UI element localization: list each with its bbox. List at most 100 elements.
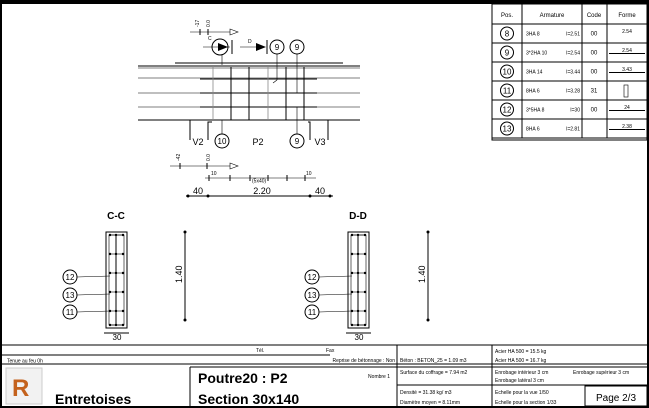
leader-line <box>318 310 353 313</box>
dim-right: 40 <box>315 186 325 196</box>
rebar-dot <box>114 309 118 313</box>
rebar-dot <box>114 290 118 294</box>
rebar-dot <box>114 323 118 327</box>
position-marker <box>500 121 514 136</box>
header-code: Code <box>587 13 602 19</box>
rebar-dot <box>350 323 354 327</box>
rebar-dot <box>121 309 125 313</box>
cut-d-label: D <box>248 39 252 45</box>
section-c-c: C-C 12 13 11 1.40 30 <box>62 211 187 342</box>
armature-text: 8HA 6 <box>526 127 540 133</box>
support-v2-label: V2 <box>192 137 203 147</box>
mean-diameter: Diamètre moyen = 8.11mm <box>400 400 460 406</box>
cover-inner: Enrobage intérieur 3 cm <box>495 370 548 376</box>
code-text: 00 <box>591 70 598 76</box>
level-bottom-2: 0.0 <box>206 154 212 161</box>
position-number: 13 <box>503 125 512 134</box>
dim-span: 2.20 <box>253 186 271 196</box>
rebar-schedule-table: Pos. Armature Code Forme <box>491 3 648 141</box>
count: Nombre 1 <box>368 374 390 380</box>
rebar-dot <box>363 309 367 313</box>
length-text: l=2.51 <box>566 32 580 38</box>
density: Densité = 31.38 kg/ m3 <box>400 390 452 396</box>
beam-p2-label: P2 <box>252 137 263 147</box>
fax-label: Fax <box>326 348 335 354</box>
rebar-dot <box>121 290 125 294</box>
section-title: D-D <box>349 211 367 222</box>
section-marker-text: 12 <box>66 273 75 282</box>
rebar-dot <box>350 290 354 294</box>
section-marker-text: 11 <box>66 308 75 317</box>
shape-length: 2.38 <box>622 124 632 130</box>
formwork-area: Surface du coffrage = 7.94 m2 <box>400 370 468 376</box>
stirrup-dim-1: 10 <box>211 171 217 177</box>
rebar-dot <box>356 233 360 237</box>
rebar-dot <box>363 252 367 256</box>
cover-side: Enrobage latéral 3 cm <box>495 378 544 384</box>
reprise-betonnage: Reprise de bétonnage : Non <box>332 358 395 364</box>
rebar-dot <box>363 233 367 237</box>
rebar-dot <box>121 271 125 275</box>
logo-r-icon: R <box>12 375 29 402</box>
rebar-dot <box>108 323 112 327</box>
position-marker <box>500 45 514 60</box>
rebar-dot <box>350 252 354 256</box>
beam-elevation: -17 0.0 C D 9 9 V2 <box>138 20 360 198</box>
code-text: 31 <box>591 89 598 95</box>
section-title: Section 30x140 <box>198 391 299 407</box>
rebar-dot <box>121 323 125 327</box>
width-dim: 30 <box>113 333 122 342</box>
rebar-dot <box>350 271 354 275</box>
dim-left: 40 <box>193 186 203 196</box>
rebar-dot <box>108 233 112 237</box>
armature-text: 3*2HA 10 <box>526 51 547 57</box>
rebar-dot <box>363 271 367 275</box>
height-dim: 1.40 <box>174 265 184 283</box>
length-text: l=2.81 <box>566 127 580 133</box>
dim-tick <box>426 230 430 234</box>
length-text: l=30 <box>570 108 580 114</box>
concrete-volume: Béton : BETON_25 = 1.09 m3 <box>400 358 467 364</box>
position-marker <box>500 83 514 98</box>
tel-label: Tél. <box>256 348 264 354</box>
section-title: C-C <box>107 211 125 222</box>
stirrup-dim-2: (5x40) <box>252 179 267 185</box>
position-marker <box>500 26 514 41</box>
position-number: 12 <box>503 106 512 115</box>
section-marker-text: 12 <box>308 273 317 282</box>
fire-rating: Tenue au feu 0h <box>7 359 43 365</box>
section-marker-text: 13 <box>308 291 317 300</box>
rebar-dot <box>108 290 112 294</box>
cross-sections: C-C 12 13 11 1.40 30 D-D 12 13 11 1.40 30 <box>62 211 430 342</box>
position-number: 11 <box>503 87 512 96</box>
armature-text: 3*5HA 8 <box>526 108 545 114</box>
section-marker-text: 13 <box>66 291 75 300</box>
steel-weight-1: Acier HA 500 = 15.5 kg <box>495 349 547 355</box>
scale-section: Echelle pour la section 1/33 <box>495 400 557 406</box>
shape-length: 2.54 <box>622 29 632 35</box>
position-marker <box>500 102 514 117</box>
armature-text: 3HA 14 <box>526 70 543 76</box>
position-number: 9 <box>505 49 510 58</box>
rebar-dot <box>356 309 360 313</box>
rebar-dot <box>114 271 118 275</box>
length-text: l=3.28 <box>566 89 580 95</box>
shape-length: 3.43 <box>622 67 632 73</box>
rebar-dot <box>356 252 360 256</box>
leader-line <box>318 293 353 296</box>
rebar-dot <box>114 233 118 237</box>
position-number: 10 <box>503 68 512 77</box>
level-top-1: -17 <box>195 20 201 27</box>
code-text: 00 <box>591 51 598 57</box>
leader-line <box>76 310 111 313</box>
level-top-2: 0.0 <box>206 20 212 27</box>
rebar-dot <box>356 290 360 294</box>
marker-text: 9 <box>295 43 300 52</box>
length-text: l=2.54 <box>566 51 580 57</box>
rebar-dot <box>356 323 360 327</box>
